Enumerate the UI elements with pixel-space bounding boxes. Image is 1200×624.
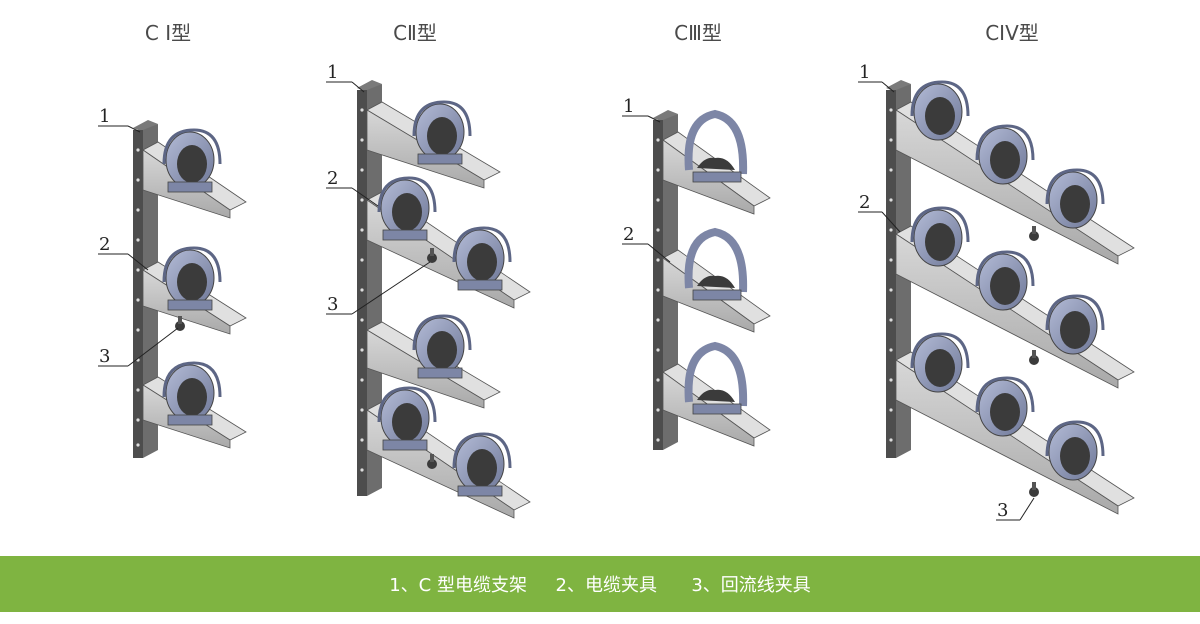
legend-text: 1、C 型电缆支架 2、电缆夹具 3、回流线夹具: [389, 575, 811, 596]
panel-title-c2: CⅡ型: [393, 21, 437, 45]
legend-bar: 1、C 型电缆支架 2、电缆夹具 3、回流线夹具: [0, 556, 1200, 612]
cable-clamp: [975, 250, 1035, 311]
bracket-c4: 1 2 3: [858, 62, 1135, 521]
cable-clamp: [412, 314, 472, 379]
callout-label: 2: [859, 192, 870, 213]
cable-clamp: [684, 227, 748, 301]
bracket-c3: 1 2: [622, 96, 771, 450]
cable-clamp: [1045, 420, 1105, 481]
cable-clamp: [377, 386, 437, 451]
cable-clamp: [910, 332, 970, 393]
bracket-c1: 1 2 3: [98, 106, 247, 458]
return-line-clamp: [1029, 482, 1039, 497]
cable-clamp: [162, 128, 222, 193]
panel-title-c1: C Ⅰ型: [145, 21, 191, 45]
cable-clamp: [1045, 168, 1105, 229]
cable-clamp: [1045, 294, 1105, 355]
cable-clamp: [684, 109, 748, 183]
cable-clamp: [910, 206, 970, 267]
return-line-clamp: [427, 454, 437, 469]
cable-clamp: [162, 361, 222, 426]
return-line-clamp: [1029, 350, 1039, 365]
cable-clamp: [377, 176, 437, 241]
panel-title-c4: CIV型: [985, 21, 1039, 45]
cable-clamp: [162, 246, 222, 311]
return-line-clamp: [427, 248, 437, 263]
cable-clamp: [452, 226, 512, 291]
cable-clamp: [452, 432, 512, 497]
callout-label: 3: [997, 500, 1008, 521]
callout-label: 3: [99, 346, 110, 367]
callout-label: 1: [99, 106, 110, 127]
cable-clamp: [910, 80, 970, 141]
callout-label: 1: [327, 62, 338, 83]
cable-clamp: [412, 100, 472, 165]
callout-label: 2: [623, 224, 634, 245]
cable-clamp: [975, 376, 1035, 437]
post-front: [133, 130, 143, 458]
callout-label: 1: [859, 62, 870, 83]
callout-label: 2: [99, 234, 110, 255]
panel-title-c3: CⅢ型: [674, 21, 722, 45]
return-line-clamp: [1029, 226, 1039, 241]
callout-label: 3: [327, 294, 338, 315]
callout-label: 1: [623, 96, 634, 117]
cable-clamp: [684, 341, 748, 415]
cable-clamp: [975, 124, 1035, 185]
bracket-c2: 1 2 3: [326, 62, 531, 519]
callout-label: 2: [327, 168, 338, 189]
